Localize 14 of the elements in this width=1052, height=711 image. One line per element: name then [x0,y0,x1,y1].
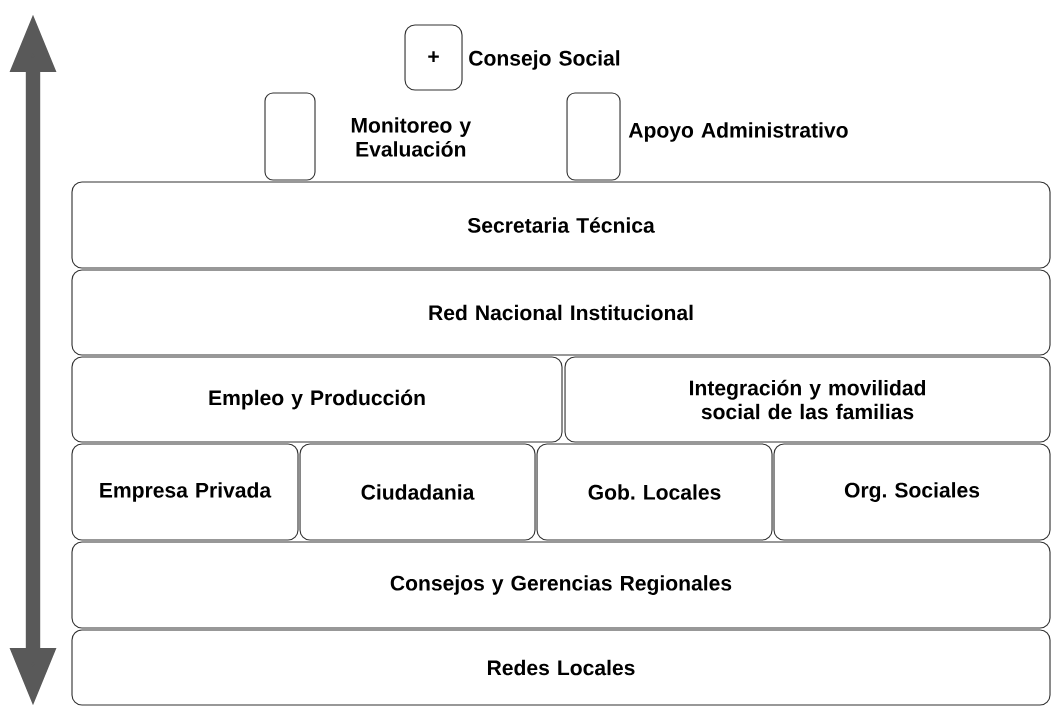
small-box: + [404,24,463,91]
box-label: Apoyo Administrativo [628,122,848,142]
level-box: Empresa Privada [71,443,299,541]
level-box: Red Nacional Institucional [71,269,1051,356]
box-label: Consejo Social [469,50,620,70]
level-box: Org. Sociales [773,443,1051,541]
level-box: Consejos y Gerencias Regionales [71,541,1051,629]
level-box: Redes Locales [71,629,1051,706]
level-box: Gob. Locales [536,443,773,541]
level-box: Integración y movilidad social de las familias [564,356,1051,443]
level-box: Secretaria Técnica [71,181,1051,269]
level-box: Ciudadania [299,443,536,541]
level-box: Empleo y Producción [71,356,563,443]
box-label: Monitoreo y Evaluación [351,117,471,157]
